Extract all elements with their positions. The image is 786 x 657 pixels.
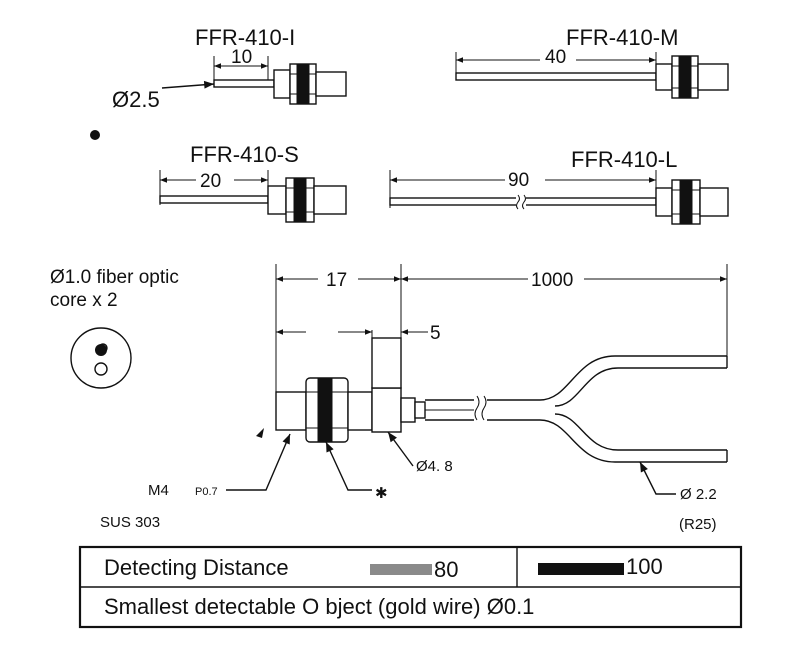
- main-drawing: 17 1000 5: [100, 264, 728, 533]
- thread-label: M4: [148, 482, 169, 499]
- value-black: 100: [626, 554, 663, 579]
- dim-label-i: 10: [231, 47, 252, 68]
- core-note-line1: Ø1.0 fiber optic: [50, 267, 179, 288]
- core-fiber-receiver: [94, 362, 108, 376]
- gray-swatch: [370, 564, 432, 575]
- black-swatch: [538, 563, 624, 575]
- bullet-dot: [90, 130, 100, 140]
- core-fiber-emitter: [95, 344, 107, 356]
- dim-label-s: 20: [200, 171, 221, 192]
- dim-label-m: 40: [545, 47, 566, 68]
- variant-l: FFR-410-L 90: [389, 147, 729, 225]
- material-label: SUS 303: [100, 514, 160, 531]
- row-smallest-object: Smallest detectable O bject (gold wire) …: [104, 594, 534, 619]
- fiber-core-detail: Ø1.0 fiber optic core x 2: [50, 267, 179, 389]
- model-label-m: FFR-410-M: [566, 25, 678, 50]
- dim-1000-label: 1000: [531, 270, 573, 291]
- model-label-i: FFR-410-I: [195, 25, 295, 50]
- value-gray: 80: [434, 557, 458, 582]
- dia-22-label: Ø 2.2: [680, 486, 717, 503]
- variant-m: FFR-410-M 40: [455, 25, 729, 99]
- dim-5-label: 5: [430, 323, 441, 344]
- row-detecting-distance: Detecting Distance: [104, 555, 289, 580]
- r25-label: (R25): [679, 516, 717, 533]
- dia-48-label: Ø4. 8: [416, 458, 453, 475]
- model-label-s: FFR-410-S: [190, 142, 299, 167]
- dim-label-l: 90: [508, 170, 529, 191]
- spec-table: Detecting Distance 80 100 Smallest detec…: [78, 545, 743, 629]
- variant-i: FFR-410-I 10 Ø2.5: [90, 25, 347, 140]
- dim-17-label: 17: [326, 270, 347, 291]
- core-note-line2: core x 2: [50, 290, 118, 311]
- pitch-label: P0.7: [195, 486, 218, 498]
- core-cross-section: [70, 327, 132, 389]
- model-label-l: FFR-410-L: [571, 147, 677, 172]
- dia-label-i: Ø2.5: [112, 87, 160, 112]
- nut-mark: ✱: [375, 485, 388, 502]
- variant-s: FFR-410-S 20: [159, 142, 347, 223]
